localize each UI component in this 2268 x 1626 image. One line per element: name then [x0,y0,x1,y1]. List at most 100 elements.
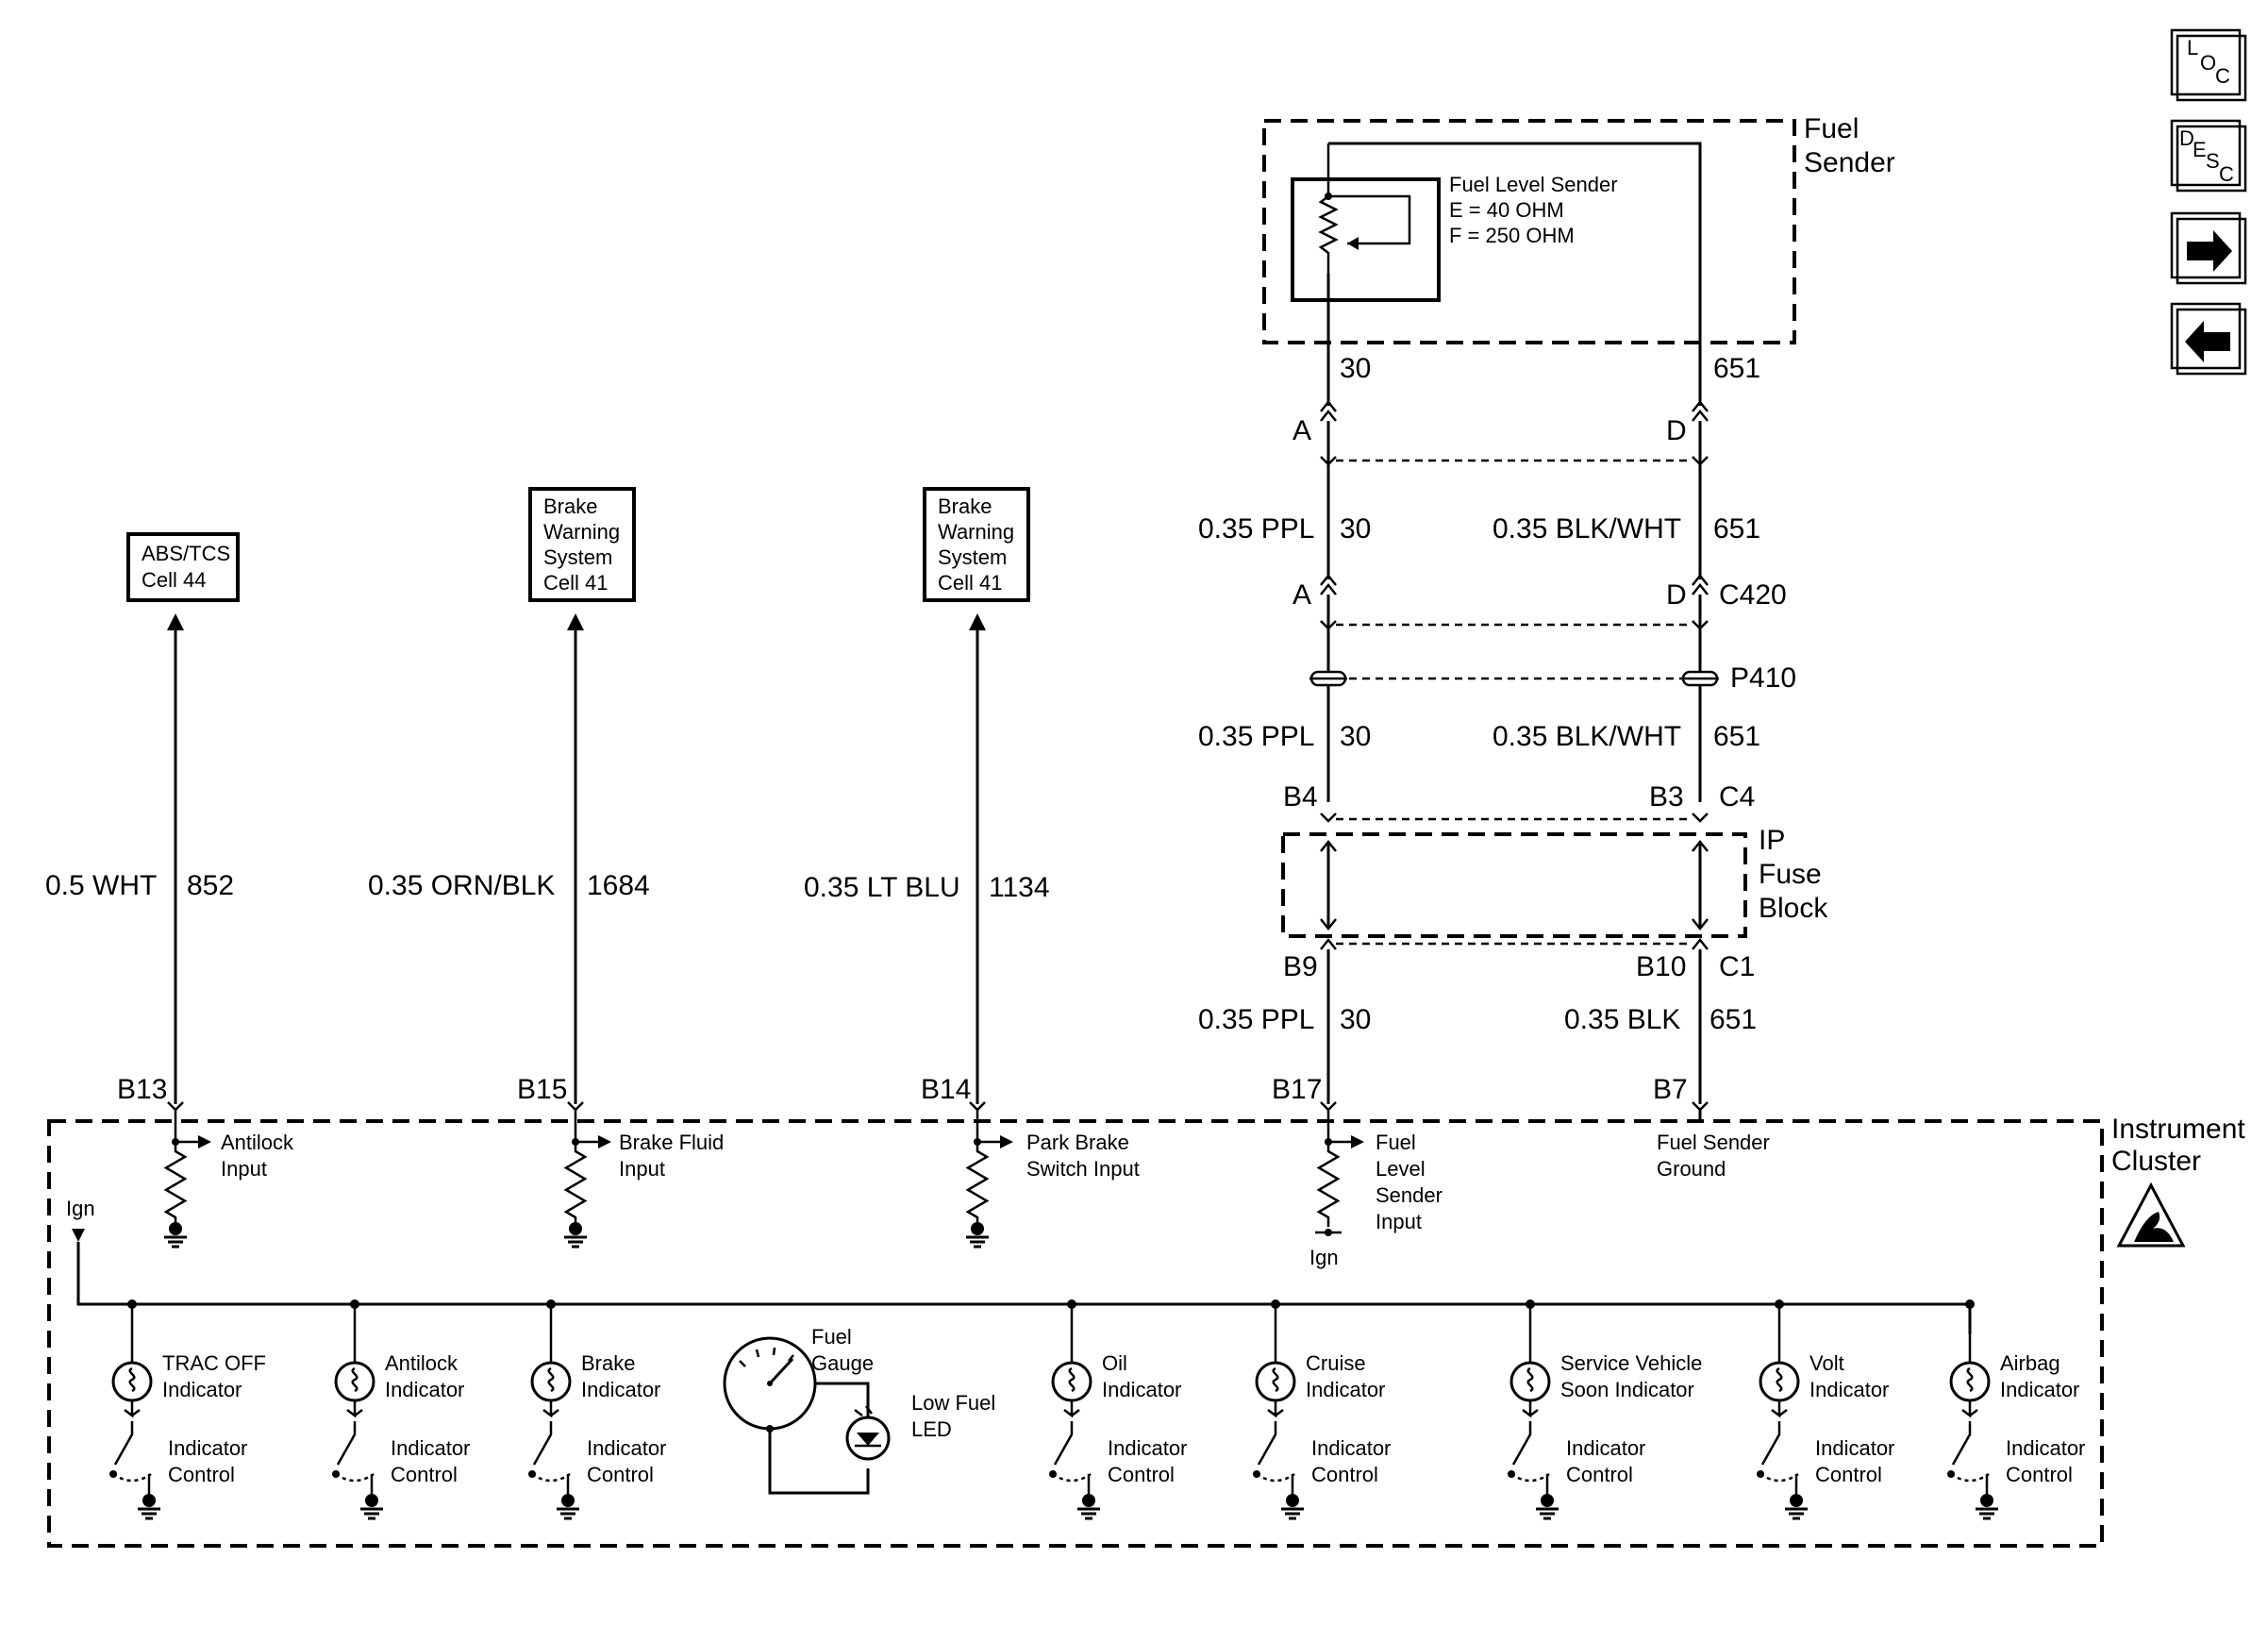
indicator-control-label-2: Control [1311,1463,1378,1486]
wire-852-color: 0.5 WHT [45,870,157,901]
low-fuel-led-label-2: LED [911,1417,952,1441]
circuit-651-3: 651 [1709,1004,1757,1035]
desc-button[interactable]: D E S C [2170,119,2247,193]
connector-c4 [1320,813,1709,823]
instrument-cluster-title: Instrument [2111,1114,2245,1145]
ip-fuse-block-title-2: Fuse [1759,859,1822,890]
indicator-control-label: Indicator [1815,1436,1894,1460]
wire-852-number: 852 [187,870,234,901]
input-fuelground-l2: Ground [1657,1157,1726,1181]
indicator-label: TRAC OFF [162,1351,266,1375]
arrow-left-icon [2185,321,2230,362]
indicator-label-2: Indicator [2000,1378,2079,1401]
ref-brake-warning-1[interactable] [528,487,636,602]
input-antilock-l1: Antilock [221,1131,294,1154]
fuel-gauge-label-2: Gauge [811,1351,874,1375]
ip-fuse-block-title: IP [1759,825,1785,856]
back-arrow-button[interactable] [2170,302,2247,376]
connector-c420 [1320,573,1709,630]
fuel-sender-boundary [1262,119,1796,344]
indicator-lamp-icon [334,1361,375,1402]
instrument-cluster-boundary [47,1119,2104,1548]
ref-abs-tcs-line1: ABS/TCS [142,542,230,565]
indicator-control-switch-icon [1508,1421,1550,1499]
circuit-30-label-sender: 30 [1340,353,1371,384]
connector-c1-label: C1 [1719,951,1755,982]
indicator-lamp-icon [111,1361,153,1402]
input-fuellevel-l1: Fuel [1376,1131,1416,1154]
ref-brake2-line2: Warning [938,520,1014,544]
indicator-control-switch-icon [1947,1421,1990,1499]
circuit-30-1: 30 [1340,513,1371,545]
indicator-lamp-icon [1051,1361,1092,1402]
connector-c1 [1320,937,1709,950]
connector-c4-label: C4 [1719,781,1755,813]
ref-brake1-line4: Cell 41 [543,571,608,595]
sender-empty-ohm: E = 40 OHM [1449,198,1564,222]
low-fuel-led-label: Low Fuel [911,1391,995,1415]
feed-852 [167,613,184,1112]
circuit-30-3: 30 [1340,1004,1371,1035]
indicator-label: Antilock [385,1351,459,1375]
wire-1684-color: 0.35 ORN/BLK [368,870,555,901]
pin-b13: B13 [117,1074,167,1105]
indicator-label: Airbag [2000,1351,2060,1375]
indicator-label-2: Indicator [581,1378,660,1401]
indicator-label: Brake [581,1351,635,1375]
indicator-control-switch-icon [1757,1421,1799,1499]
indicator-control-label: Indicator [587,1436,666,1460]
input-fuellevel-l4: Input [1376,1210,1422,1233]
fuel-gauge-label: Fuel [811,1325,852,1349]
pin-a-upper: A [1292,415,1311,446]
indicator-control-label-2: Control [1108,1463,1175,1486]
esd-warning-icon [2116,1182,2186,1248]
fuel-gauge [723,1336,891,1495]
input-fuellevel-l2: Level [1376,1157,1426,1181]
feed-1134 [969,613,986,1112]
next-arrow-button[interactable] [2170,211,2247,285]
indicator-lamp-icon [1255,1361,1296,1402]
loc-button[interactable]: L O C [2170,28,2247,102]
fuel-sender-title-2: Sender [1804,147,1895,178]
indicator-lamp-icon [1509,1361,1551,1402]
indicator-label-2: Indicator [385,1378,464,1401]
indicator-label-2: Indicator [162,1378,242,1401]
ip-fuse-block-boundary [1281,832,1747,938]
indicator-control-label-2: Control [2006,1463,2073,1486]
pin-b4: B4 [1283,781,1318,813]
input-brakefluid-l1: Brake Fluid [619,1131,724,1154]
input-parkbrake-l2: Switch Input [1026,1157,1140,1181]
instrument-cluster-title-2: Cluster [2111,1146,2201,1177]
indicator-control-label: Indicator [1108,1436,1187,1460]
connector-p410-label: P410 [1730,662,1796,694]
ref-brake2-line1: Brake [938,495,992,518]
ref-brake-warning-2[interactable] [923,487,1030,602]
pin-b9: B9 [1283,951,1318,982]
ignition-bus [76,1242,1972,1334]
input-parkbrake-l1: Park Brake [1026,1131,1129,1154]
indicator-label: Volt [1809,1351,1844,1375]
indicator-label-2: Indicator [1306,1378,1385,1401]
circuit-651-label-sender: 651 [1713,353,1760,384]
desc-letter-d: D [2179,126,2194,150]
ref-brake1-line2: Warning [543,520,620,544]
desc-letter-s: S [2206,149,2220,173]
input-parkbrake-resistor [965,1110,1013,1249]
loc-letter-l: L [2187,36,2198,59]
ref-abs-tcs[interactable] [126,532,240,602]
connector-c420-label: C420 [1719,579,1787,611]
wire-1684-number: 1684 [587,870,650,901]
ip-fuse-block-title-3: Block [1759,893,1828,924]
sender-full-ohm: F = 250 OHM [1449,224,1575,247]
fuel-gauge-icon [739,1347,794,1386]
indicator-bank: TRAC OFFIndicatorIndicatorControlAntiloc… [109,1299,2085,1520]
indicator-control-label-2: Control [587,1463,654,1486]
indicator-control-switch-icon [109,1421,152,1499]
wire-1134-color: 0.35 LT BLU [804,872,960,903]
indicator-control-switch-icon [332,1421,375,1499]
loc-letter-c: C [2215,64,2230,88]
